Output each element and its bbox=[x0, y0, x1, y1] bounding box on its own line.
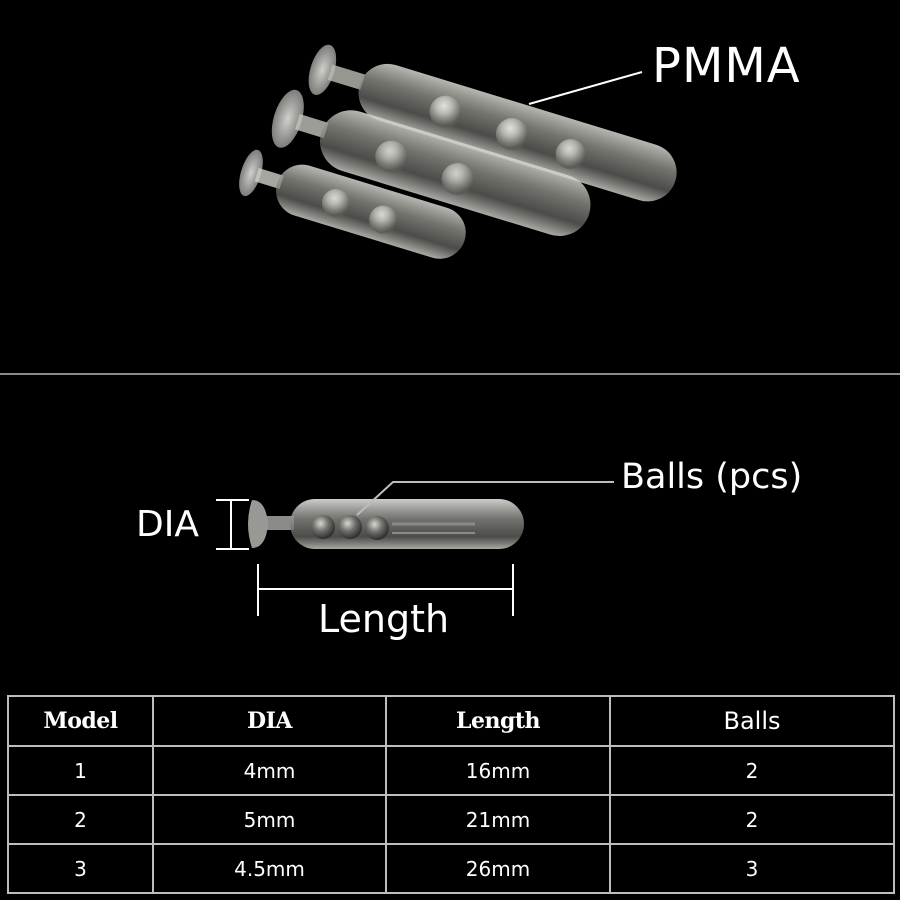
header-dia: DIA bbox=[152, 695, 387, 747]
cell-model: 1 bbox=[7, 745, 154, 796]
tube-large bbox=[308, 44, 677, 202]
header-length: Length bbox=[385, 695, 611, 747]
tube-small bbox=[239, 149, 466, 259]
spec-table: Model DIA Length Balls 1 4mm 16mm 2 2 5m… bbox=[7, 695, 895, 894]
product-photo bbox=[239, 44, 677, 259]
table-row: 1 4mm 16mm 2 bbox=[7, 745, 895, 796]
cell-balls: 3 bbox=[609, 843, 895, 894]
dia-bracket bbox=[216, 499, 249, 550]
table-row: 2 5mm 21mm 2 bbox=[7, 794, 895, 845]
cell-model: 3 bbox=[7, 843, 154, 894]
header-model: Model bbox=[7, 695, 154, 747]
header-balls: Balls bbox=[609, 695, 895, 747]
cell-length: 26mm bbox=[385, 843, 611, 894]
table-header-row: Model DIA Length Balls bbox=[7, 695, 895, 747]
cell-balls: 2 bbox=[609, 745, 895, 796]
table-row: 3 4.5mm 26mm 3 bbox=[7, 843, 895, 894]
pmma-label: PMMA bbox=[652, 38, 801, 94]
dia-label: DIA bbox=[136, 504, 199, 545]
cell-model: 2 bbox=[7, 794, 154, 845]
balls-callout-line bbox=[356, 481, 614, 516]
cell-dia: 5mm bbox=[152, 794, 387, 845]
pmma-callout-line bbox=[528, 71, 643, 105]
tube-medium bbox=[271, 89, 591, 236]
cell-dia: 4mm bbox=[152, 745, 387, 796]
cell-length: 16mm bbox=[385, 745, 611, 796]
section-divider bbox=[0, 373, 900, 375]
length-label: Length bbox=[318, 597, 450, 641]
cell-dia: 4.5mm bbox=[152, 843, 387, 894]
cell-balls: 2 bbox=[609, 794, 895, 845]
balls-label: Balls (pcs) bbox=[621, 457, 803, 497]
single-tube bbox=[248, 499, 524, 549]
cell-length: 21mm bbox=[385, 794, 611, 845]
